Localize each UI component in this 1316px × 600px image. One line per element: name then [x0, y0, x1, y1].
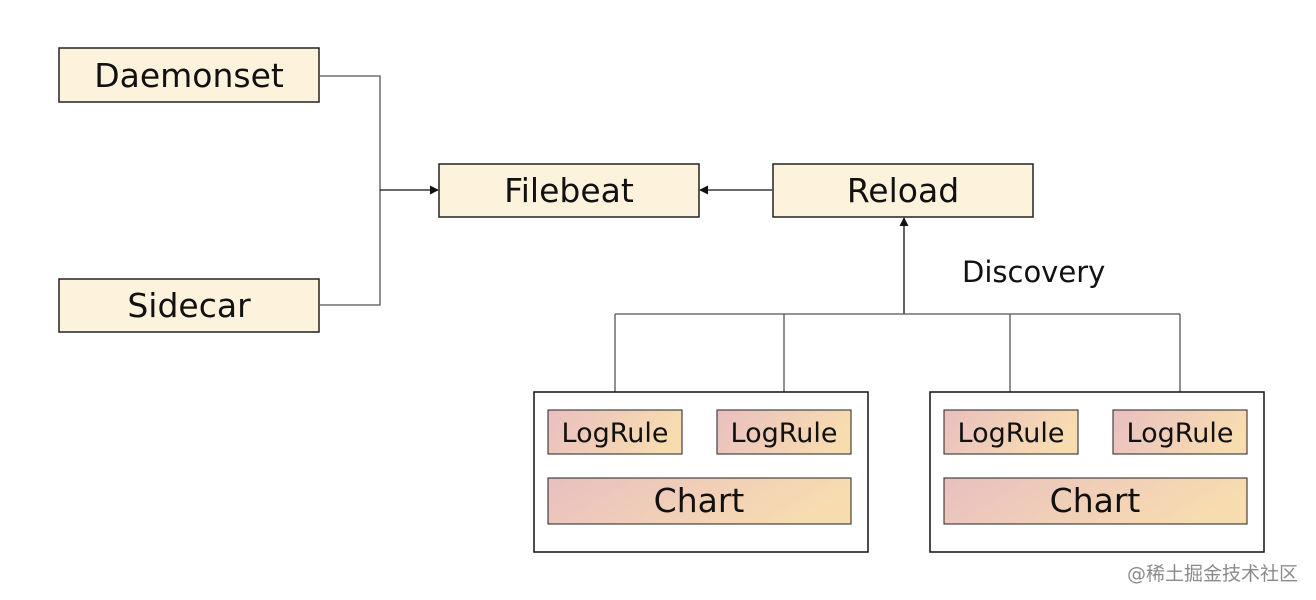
- connectors: [320, 75, 1181, 410]
- group-1-logrule-b-box: [716, 409, 852, 455]
- filebeat-box: [438, 163, 700, 218]
- group-2-logrule-b-label: LogRule: [1127, 418, 1234, 449]
- filebeat-node: Filebeat: [438, 163, 700, 218]
- group-2-logrule-a-label: LogRule: [958, 418, 1065, 449]
- group-1-chart-label: Chart: [654, 481, 745, 520]
- group-1-logrule-a-label: LogRule: [562, 418, 669, 449]
- group-2-chart-label: Chart: [1050, 481, 1141, 520]
- group-2-chart-box: [943, 477, 1248, 525]
- group-1-logrule-b-label: LogRule: [731, 418, 838, 449]
- group-1-chart-box: [547, 477, 852, 525]
- sidecar-box: [58, 278, 320, 333]
- reload-box: [772, 163, 1034, 218]
- daemonset-node: Daemonset: [58, 47, 320, 103]
- chart-group-1: LogRule LogRule Chart: [533, 391, 869, 553]
- watermark-text: @稀土掘金技术社区: [1126, 563, 1298, 585]
- reload-label: Reload: [847, 171, 959, 210]
- sidecar-node: Sidecar: [58, 278, 320, 333]
- sidecar-connector: [320, 190, 381, 306]
- discovery-label: Discovery: [962, 255, 1105, 289]
- reload-node: Reload: [772, 163, 1034, 218]
- group-2-logrule-a-box: [943, 409, 1079, 455]
- daemonset-label: Daemonset: [94, 56, 284, 95]
- daemonset-connector: [320, 75, 381, 190]
- chart-group-2: LogRule LogRule Chart: [929, 391, 1265, 553]
- filebeat-label: Filebeat: [504, 171, 634, 210]
- group-2-logrule-b-box: [1112, 409, 1248, 455]
- sidecar-label: Sidecar: [127, 286, 251, 325]
- group-1-logrule-a-box: [547, 409, 683, 455]
- daemonset-box: [58, 47, 320, 103]
